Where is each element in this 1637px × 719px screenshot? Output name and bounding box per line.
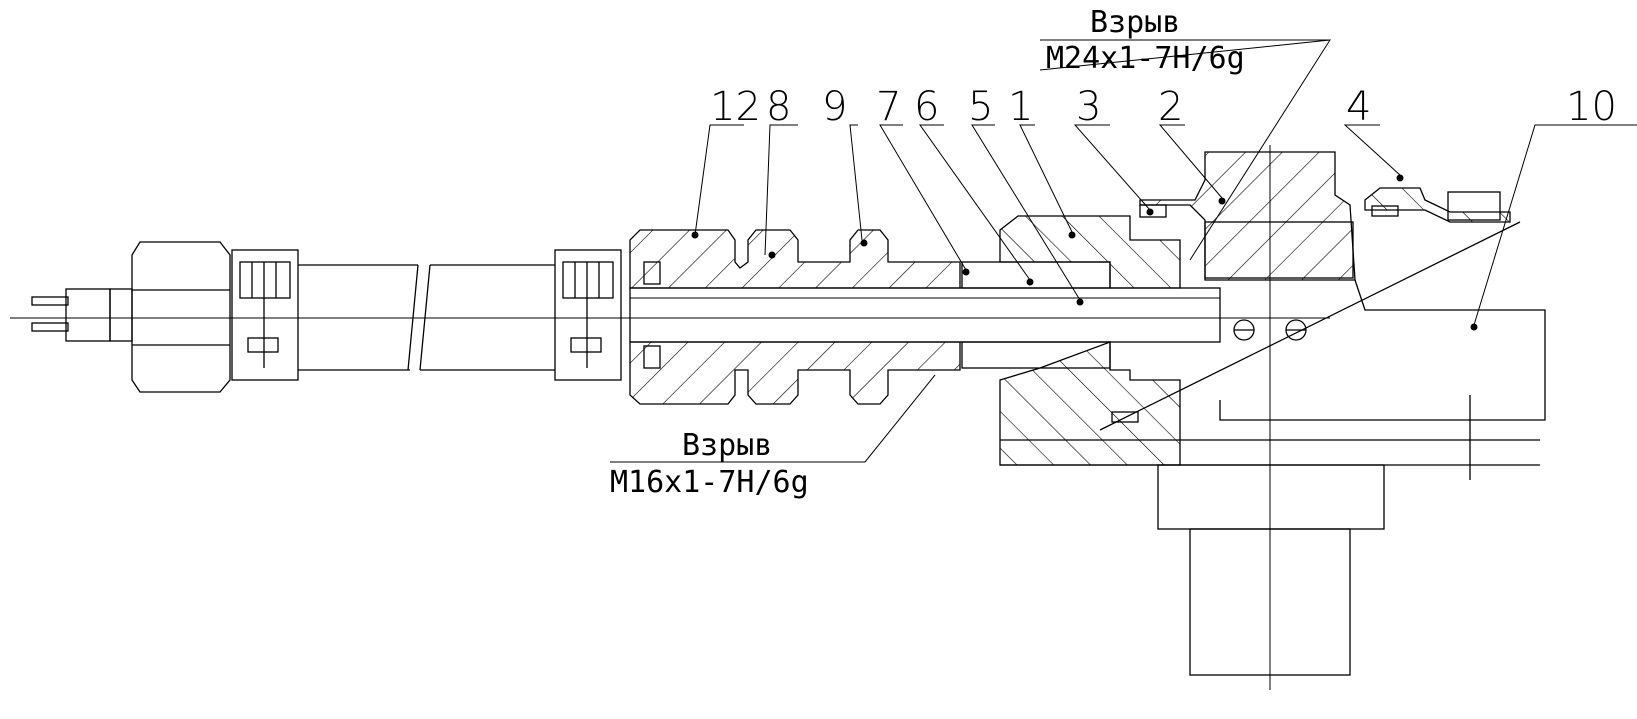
callout-bottom-title: Взрыв bbox=[682, 428, 772, 463]
part-number-6: 6 bbox=[914, 84, 939, 130]
part-number-2: 2 bbox=[1158, 84, 1183, 130]
part-number-1: 1 bbox=[1008, 84, 1033, 130]
part-number-12: 12 bbox=[710, 84, 761, 130]
part-number-4: 4 bbox=[1346, 84, 1371, 130]
body-part-10 bbox=[1099, 221, 1546, 480]
o-rings bbox=[1111, 319, 1307, 423]
gland-assembly bbox=[629, 229, 961, 405]
housing-part-2 bbox=[1139, 151, 1356, 281]
part-number-7: 7 bbox=[876, 84, 901, 130]
cable bbox=[298, 264, 555, 371]
part-number-10: 10 bbox=[1566, 84, 1617, 130]
clamp-left bbox=[231, 249, 299, 381]
leader-dots bbox=[691, 174, 1478, 331]
thread-callout-bottom: Взрыв M16x1-7H/6g bbox=[610, 428, 865, 500]
part-number-3: 3 bbox=[1076, 84, 1101, 130]
thread-callout-top: Взрыв M24x1-7H/6g bbox=[1040, 5, 1330, 76]
clamp-right bbox=[554, 249, 622, 381]
body-part-1 bbox=[999, 215, 1540, 466]
nut-part-4 bbox=[1364, 187, 1511, 223]
stem bbox=[1157, 464, 1385, 676]
callout-top-thread: M24x1-7H/6g bbox=[1046, 41, 1245, 76]
callout-bottom-thread: M16x1-7H/6g bbox=[610, 465, 809, 500]
part-number-8: 8 bbox=[766, 84, 791, 130]
part-number-5: 5 bbox=[968, 84, 993, 130]
part-number-9: 9 bbox=[822, 84, 847, 130]
part-number-labels: 12 8 9 7 6 5 1 3 2 4 10 bbox=[710, 84, 1617, 130]
connector-pins bbox=[31, 288, 133, 342]
hex-nut bbox=[131, 241, 231, 393]
inner-tube bbox=[629, 287, 1221, 343]
callout-top-title: Взрыв bbox=[1090, 5, 1180, 40]
